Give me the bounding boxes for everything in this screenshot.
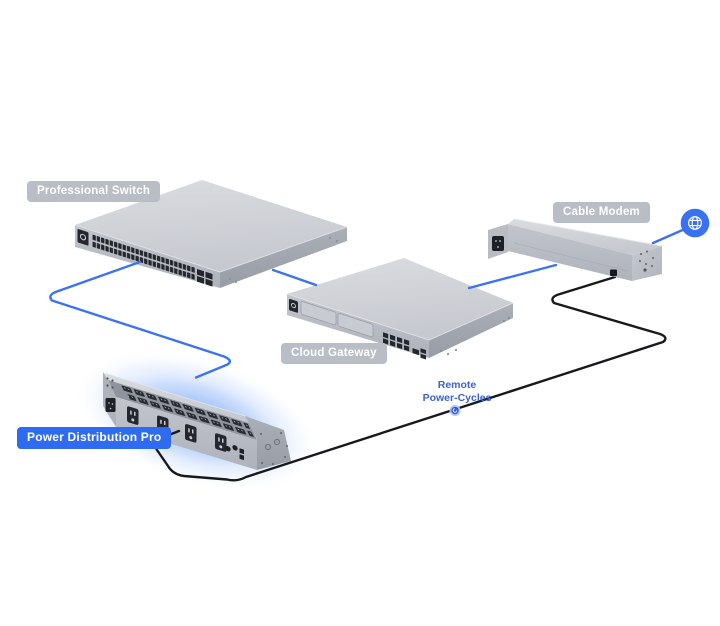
pdu-power-inlet (105, 377, 116, 412)
power-cycle-dot-icon (449, 404, 461, 417)
gateway-front-detail (289, 298, 426, 360)
switch-front-ports (77, 229, 213, 287)
pdu-right-cap-detail (260, 432, 288, 465)
power-distribution-pro-device (103, 372, 291, 470)
label-power-distribution-pro[interactable]: Power Distribution Pro (17, 427, 172, 449)
globe-icon (680, 208, 710, 238)
cloud-gateway-device (286, 258, 514, 360)
modem-power-inlet (492, 236, 504, 251)
modem-ethernet-port (610, 269, 617, 276)
label-cable-modem[interactable]: Cable Modem (553, 202, 650, 224)
pdu-top-outlet-strip (120, 384, 255, 438)
annotation-remote-power-cycles: Remote Power-Cycles (422, 379, 492, 404)
modem-cap-detail (638, 250, 655, 272)
cable-modem-to-internet (651, 227, 688, 245)
cable-modem-device (488, 218, 663, 281)
cable-gateway-to-modem (467, 263, 558, 290)
cable-switch-to-gateway (271, 268, 318, 287)
label-professional-switch[interactable]: Professional Switch (27, 181, 161, 203)
cable-switch-to-pdu (49, 260, 231, 379)
professional-switch-device (74, 180, 348, 288)
label-cloud-gateway[interactable]: Cloud Gateway (281, 343, 387, 365)
